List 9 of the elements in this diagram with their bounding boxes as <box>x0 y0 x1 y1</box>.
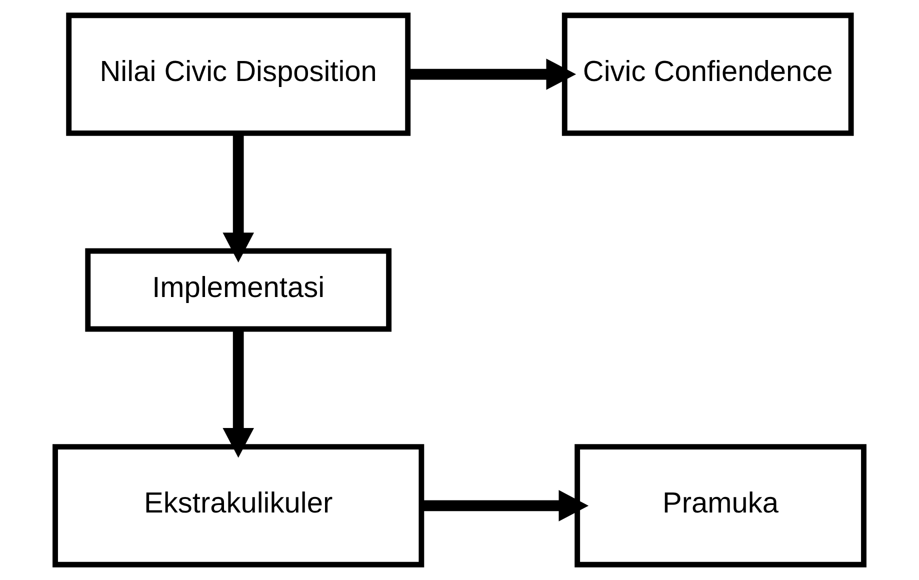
arrow <box>408 58 576 90</box>
arrow <box>222 329 254 458</box>
node-box: Civic Confiendence <box>562 12 854 136</box>
node-box: Pramuka <box>574 444 866 568</box>
arrow <box>222 133 254 263</box>
node-box: Implementasi <box>85 248 392 332</box>
node-box: Ekstrakulikuler <box>52 444 424 568</box>
node-box: Nilai Civic Disposition <box>66 12 411 136</box>
arrow <box>422 490 589 522</box>
